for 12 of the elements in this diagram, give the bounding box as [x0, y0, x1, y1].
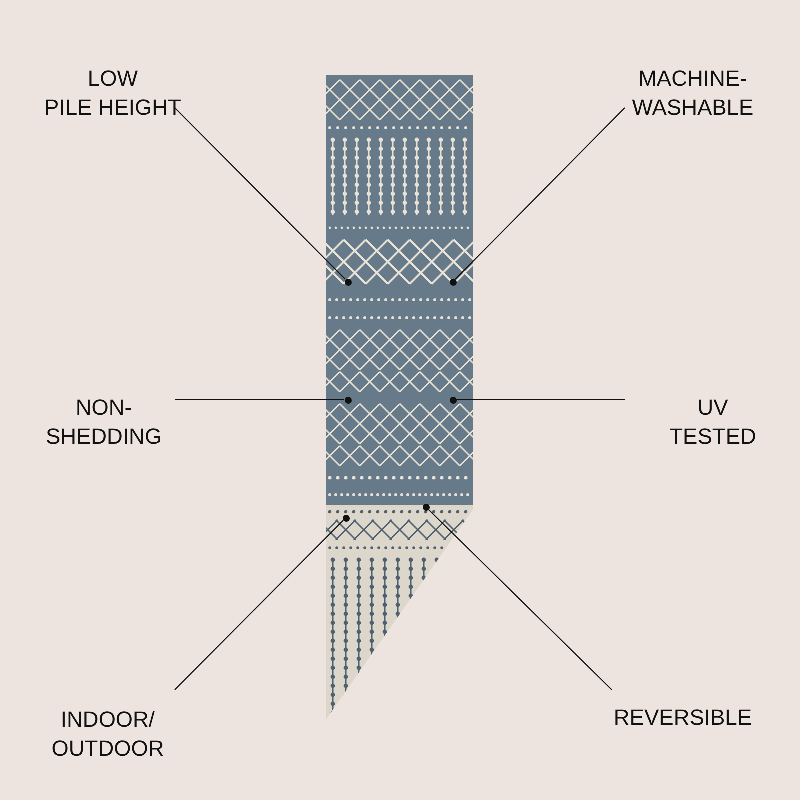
feature-label: LOW PILE HEIGHT — [44, 64, 182, 122]
feature-label: REVERSIBLE — [614, 703, 752, 732]
feature-label: UV TESTED — [670, 393, 756, 451]
leader-line — [174, 520, 344, 690]
leader-line — [456, 399, 625, 401]
leader-line — [428, 509, 612, 690]
feature-label: NON-SHEDDING — [46, 393, 162, 451]
feature-label: INDOOR/OUTDOOR — [52, 705, 164, 763]
leader-line — [174, 108, 346, 280]
leader-line — [455, 108, 626, 280]
leader-line — [175, 399, 344, 401]
feature-label: MACHINE-WASHABLE — [632, 64, 754, 122]
